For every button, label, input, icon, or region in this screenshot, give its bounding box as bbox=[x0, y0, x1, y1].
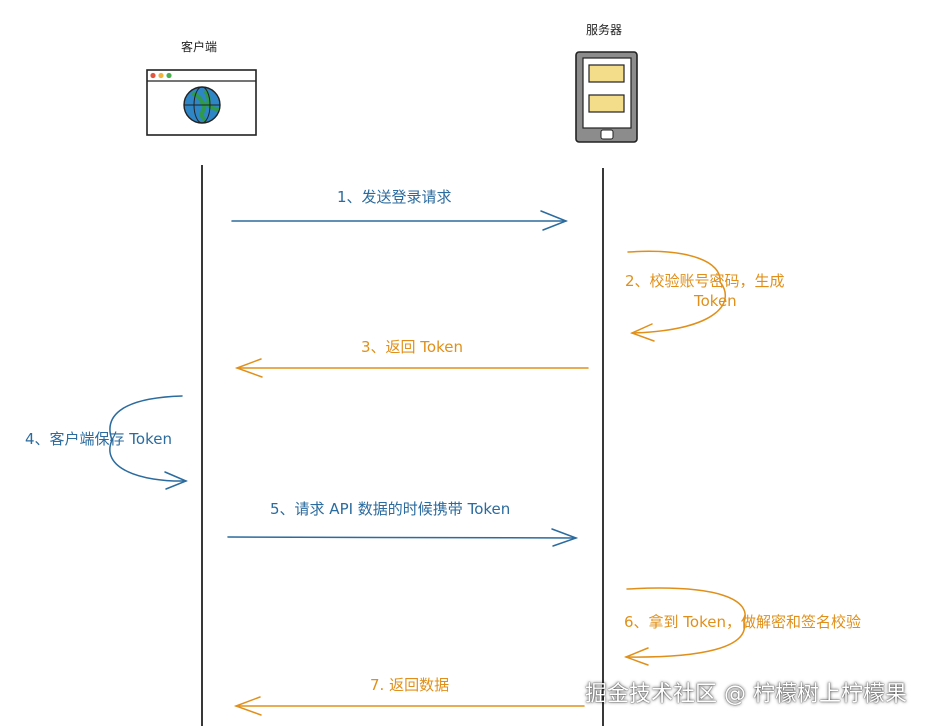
arrow-step-5 bbox=[227, 528, 579, 547]
arrow-step-6 bbox=[623, 587, 746, 666]
browser-globe-icon bbox=[146, 69, 257, 136]
server-tablet-icon bbox=[575, 51, 638, 143]
step-1-label: 1、发送登录请求 bbox=[337, 188, 452, 206]
step-7-label: 7. 返回数据 bbox=[370, 676, 450, 694]
step-4-label: 4、客户端保存 Token bbox=[25, 430, 172, 448]
step-2-label-line2: Token bbox=[694, 292, 737, 310]
arrow-step-1 bbox=[231, 210, 569, 231]
step-3-label: 3、返回 Token bbox=[361, 338, 463, 356]
step-6-label: 6、拿到 Token，做解密和签名校验 bbox=[624, 613, 861, 631]
step-5-label: 5、请求 API 数据的时候携带 Token bbox=[270, 500, 511, 518]
arrow-step-3 bbox=[234, 358, 589, 378]
arrow-step-2 bbox=[627, 250, 727, 342]
server-actor-label: 服务器 bbox=[586, 23, 623, 37]
watermark: 掘金技术社区 @ 柠檬树上柠檬果 bbox=[585, 682, 907, 707]
step-2-label-line1: 2、校验账号密码，生成 bbox=[625, 272, 785, 290]
arrow-step-4 bbox=[109, 395, 188, 490]
arrow-step-7 bbox=[233, 696, 585, 716]
client-actor-label: 客户端 bbox=[181, 40, 218, 54]
